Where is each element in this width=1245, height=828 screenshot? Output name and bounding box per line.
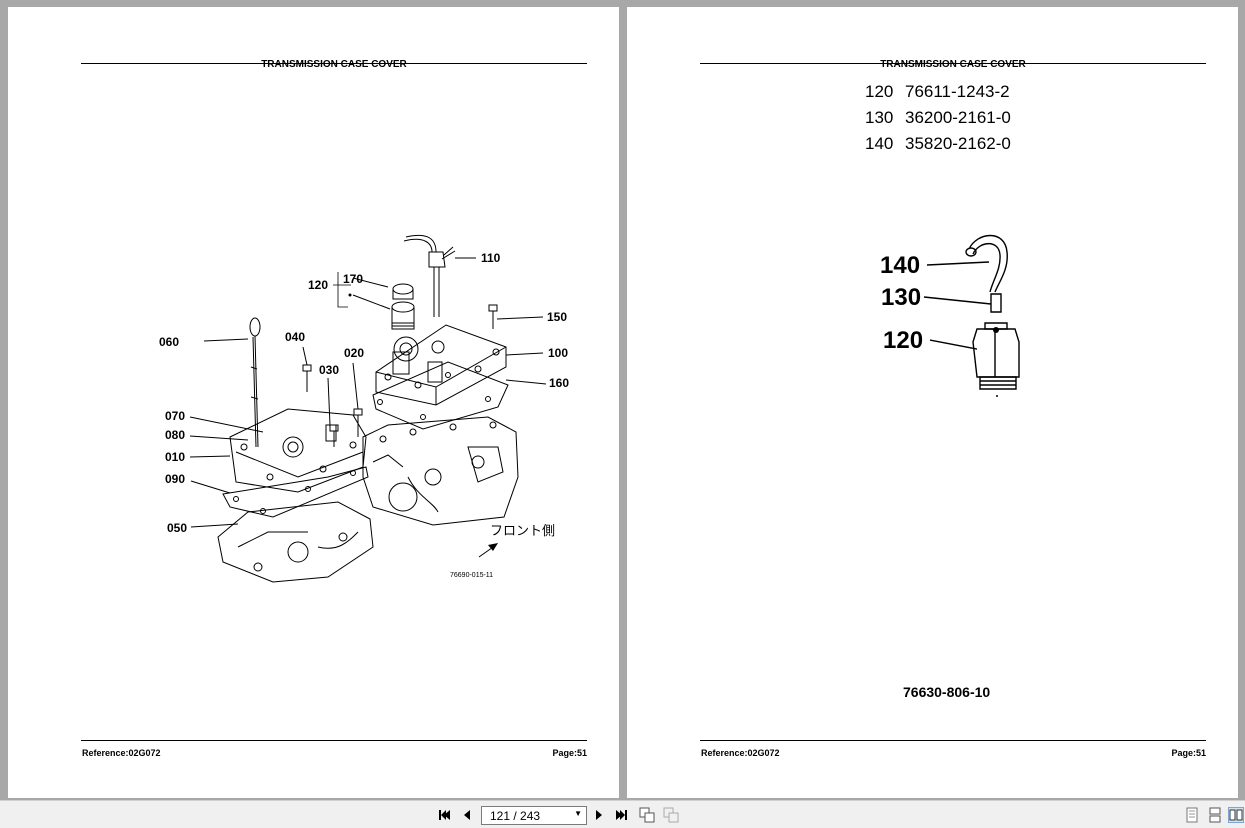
footer-page: Page:51 [1171, 748, 1206, 758]
callout-060: 060 [159, 335, 179, 349]
front-side-annotation: フロント側 [490, 523, 555, 538]
next-page-icon[interactable] [591, 807, 607, 823]
part-index: 140 [865, 134, 894, 153]
single-page-icon[interactable] [1184, 807, 1200, 823]
exploded-diagram: 110 170 120 150 060 040 020 100 030 160 … [159, 234, 569, 583]
last-page-icon[interactable] [614, 807, 630, 823]
callout-130: 130 [881, 284, 921, 311]
part-index: 130 [865, 108, 894, 127]
part-number: 76611-1243-2 [905, 82, 1010, 101]
callout-100: 100 [548, 346, 568, 360]
header-rule [700, 63, 1206, 64]
callout-110: 110 [481, 251, 501, 265]
callout-090: 090 [165, 472, 185, 486]
callout-120: 120 [883, 327, 923, 354]
footer-reference: Reference:02G072 [701, 748, 780, 758]
callout-050: 050 [167, 521, 187, 535]
two-page-icon[interactable] [1228, 807, 1244, 823]
callout-150: 150 [547, 310, 567, 324]
footer-page: Page:51 [552, 748, 587, 758]
part-index: 120 [865, 82, 894, 101]
drawing-number: 76630-806-10 [903, 684, 990, 700]
callout-080: 080 [165, 428, 185, 442]
page-title: TRANSMISSION CASE COVER [261, 59, 407, 70]
right-page: TRANSMISSION CASE COVER 120 76611-1243-2 … [627, 7, 1238, 798]
part-number: 36200-2161-0 [905, 108, 1011, 127]
rotate-disabled-icon[interactable] [663, 807, 679, 823]
parts-row: 120 76611-1243-2 [865, 82, 1011, 108]
callout-170: 170 [343, 272, 363, 286]
part-number: 35820-2162-0 [905, 134, 1011, 153]
callout-070: 070 [165, 409, 185, 423]
parts-row: 140 35820-2162-0 [865, 134, 1011, 160]
callout-120: 120 [308, 278, 328, 292]
page-number-select[interactable]: 121 / 243 ▼ [481, 806, 587, 825]
document-viewer: TRANSMISSION CASE COVER [8, 7, 1238, 798]
callout-010: 010 [165, 450, 185, 464]
prev-page-icon[interactable] [459, 807, 475, 823]
callout-040: 040 [285, 330, 305, 344]
footer-rule [700, 740, 1206, 741]
navigation-toolbar: 121 / 243 ▼ [0, 800, 1245, 828]
first-page-icon[interactable] [436, 807, 452, 823]
callout-160: 160 [549, 376, 569, 390]
drawing-number: 76690-015-11 [450, 572, 493, 579]
parts-diagram: 140 130 120 76630-806-10 [880, 234, 1020, 700]
rotate-icon[interactable] [639, 807, 655, 823]
left-page: TRANSMISSION CASE COVER [8, 7, 619, 798]
footer-rule [81, 740, 587, 741]
footer-reference: Reference:02G072 [82, 748, 161, 758]
continuous-page-icon[interactable] [1207, 807, 1223, 823]
header-rule [81, 63, 587, 64]
page-title: TRANSMISSION CASE COVER [880, 59, 1026, 70]
parts-row: 130 36200-2161-0 [865, 108, 1011, 134]
callout-030: 030 [319, 363, 339, 377]
callout-020: 020 [344, 346, 364, 360]
chevron-down-icon: ▼ [574, 809, 582, 818]
callout-140: 140 [880, 252, 920, 279]
parts-list: 120 76611-1243-2 130 36200-2161-0 140 35820… [865, 82, 1011, 160]
page-indicator: 121 / 243 [490, 808, 541, 823]
